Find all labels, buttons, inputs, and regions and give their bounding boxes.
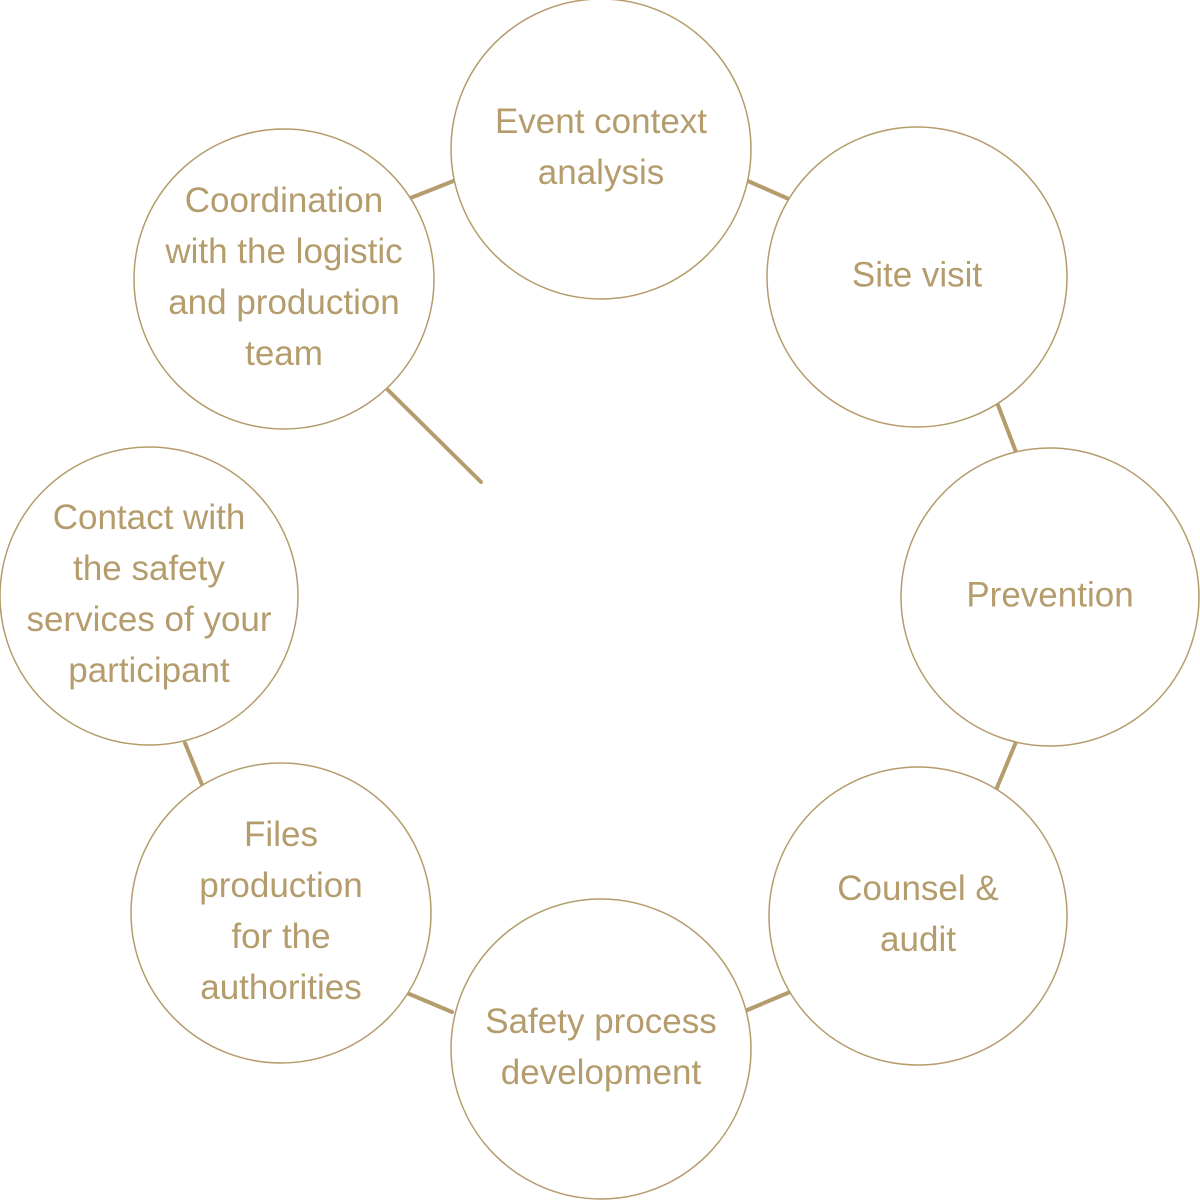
- node-circle: [900, 447, 1200, 747]
- process-node-files-production: Files production for the authorities: [130, 762, 432, 1064]
- connector-line: [406, 178, 458, 201]
- process-node-site-visit: Site visit: [766, 126, 1068, 428]
- node-label-line: Files: [244, 815, 318, 854]
- node-label-line: audit: [880, 920, 956, 959]
- node-circle: [450, 898, 752, 1200]
- node-label-line: production: [199, 866, 362, 905]
- node-label-line: Coordination: [185, 181, 383, 220]
- process-node-counsel-audit: Counsel & audit: [768, 766, 1068, 1066]
- node-label-line: participant: [68, 651, 230, 690]
- process-node-event-context-analysis: Event context analysis: [450, 0, 752, 300]
- connector-line: [183, 741, 205, 789]
- node-circle: [766, 126, 1068, 428]
- process-node-prevention: Prevention: [900, 447, 1200, 747]
- node-label-line: development: [501, 1053, 702, 1092]
- process-node-coordination-logistic-production: Coordination with the logistic and product…: [133, 128, 435, 430]
- node-label-line: and production: [168, 283, 400, 322]
- node-label-line: Site visit: [852, 255, 983, 294]
- node-label-line: Contact with: [53, 498, 246, 537]
- connector-line: [994, 740, 1018, 792]
- node-label-line: services of your: [26, 600, 271, 639]
- process-node-safety-process-development: Safety process development: [450, 898, 752, 1200]
- node-label-line: analysis: [538, 153, 664, 192]
- node-circle: [768, 766, 1068, 1066]
- connector-line: [743, 990, 792, 1013]
- connector-line: [405, 991, 454, 1014]
- node-circle: [133, 128, 435, 430]
- node-label-line: the safety: [73, 549, 225, 588]
- node-label-line: authorities: [200, 968, 361, 1007]
- node-circle: [0, 446, 299, 746]
- node-label-line: Prevention: [966, 575, 1133, 614]
- process-node-contact-safety-services: Contact with the safety services of your pa…: [0, 446, 299, 746]
- node-label-line: with the logistic: [164, 232, 402, 271]
- connector-line: [746, 179, 793, 202]
- connector-line: [386, 388, 483, 484]
- node-label-line: Event context: [495, 102, 707, 141]
- node-label-line: team: [245, 334, 323, 373]
- node-circle: [130, 762, 432, 1064]
- node-label-line: Counsel &: [837, 869, 998, 908]
- node-circle: [450, 0, 752, 300]
- connector-lines: [183, 178, 1018, 1014]
- connector-line: [996, 403, 1018, 454]
- node-label-line: for the: [231, 917, 330, 956]
- node-label-line: Safety process: [485, 1002, 717, 1041]
